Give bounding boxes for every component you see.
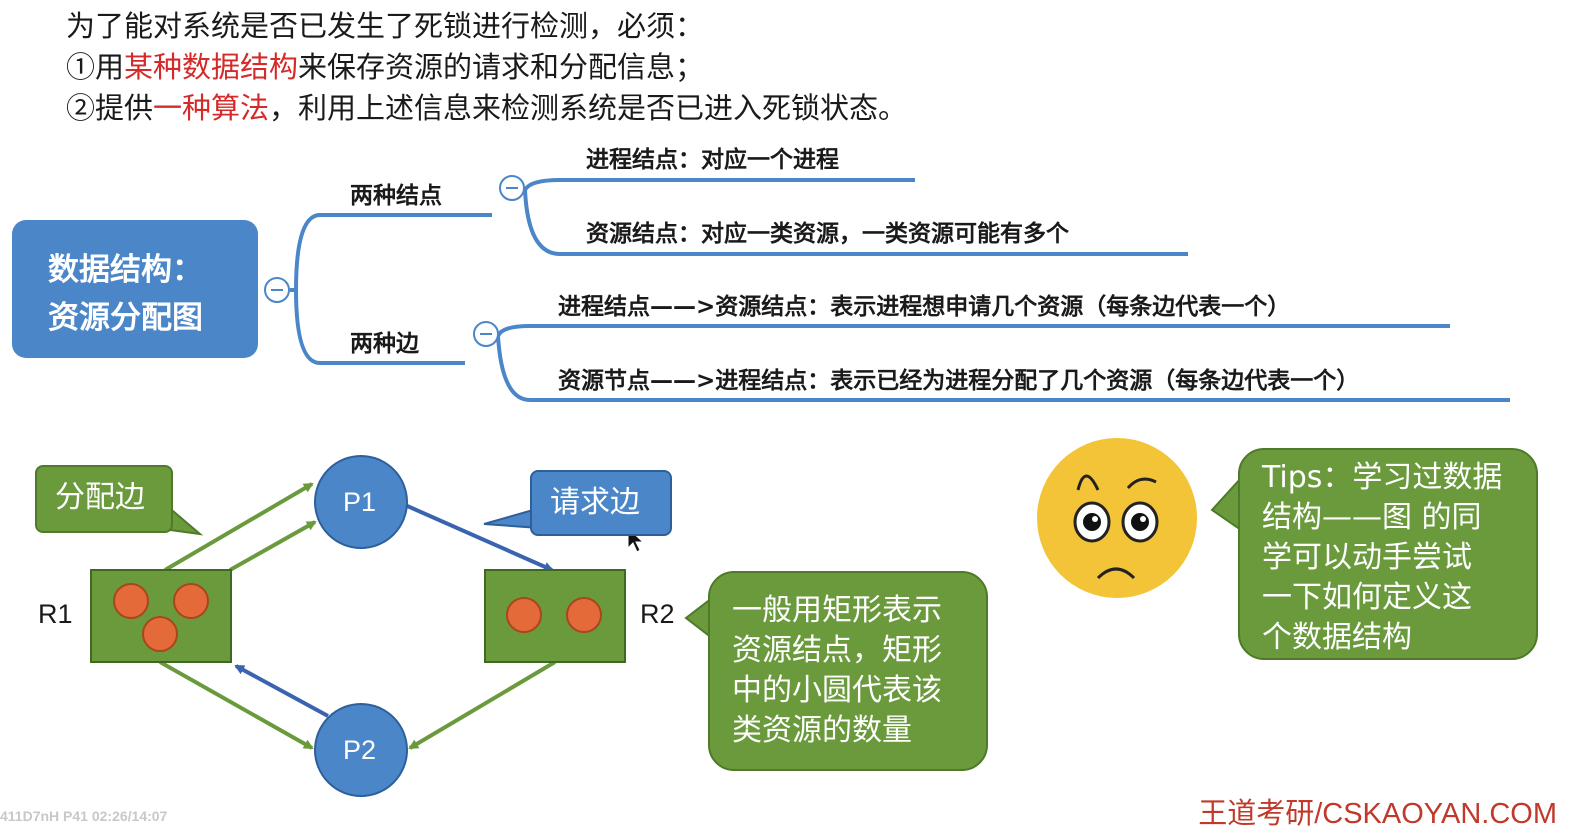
video-watermark: 411D7nH P41 02:26/14:07 [0,808,168,824]
process-node-p1 [314,455,408,549]
connector-edges-request [496,324,1450,337]
connector-root-nodes [290,213,492,292]
connector-nodes-resource [523,189,1188,256]
branch-two-edge-types[interactable]: 两种边 [350,331,419,357]
rect-note-line-4: 类资源的数量 [732,713,912,748]
connector-edges-assign [496,335,1510,402]
resource-instance [113,583,149,619]
rect-note-line-2: 资源结点，矩形 [732,633,942,668]
leaf-process-node[interactable]: 进程结点：对应一个进程 [586,147,839,173]
mindmap-root[interactable]: 数据结构： 资源分配图 [12,220,258,358]
resource-instance [506,597,542,633]
connector-root-edges [294,289,465,365]
rectangle-note-callout: 一般用矩形表示 资源结点，矩形 中的小圆代表该 类资源的数量 [708,571,988,771]
process-label-p1: P1 [343,487,377,517]
worried-face-icon [1037,438,1197,598]
intro-line-3: ②提供一种算法，利用上述信息来检测系统是否已进入死锁状态。 [66,88,907,128]
tips-line-4: 一下如何定义这 [1262,580,1472,615]
tips-callout: Tips：学习过数据 结构——图 的同 学可以动手尝试 一下如何定义这 个数据结… [1238,448,1538,660]
resource-instance [173,583,209,619]
resource-instance [566,597,602,633]
tips-line-2: 结构——图 的同 [1262,500,1482,535]
root-line-1: 数据结构： [48,252,203,288]
resource-node-r2 [484,569,626,663]
assign-edge-r1-p1-b [229,520,317,572]
intro-line-2: ①用某种数据结构来保存资源的请求和分配信息； [66,47,704,87]
brand-footer: 王道考研/CSKAOYAN.COM [1198,798,1557,830]
assign-edge-r1-p2 [159,660,314,750]
intro-highlight-algorithm: 一种算法 [153,91,270,125]
leaf-request-edge[interactable]: 进程结点——>资源结点：表示进程想申请几个资源（每条边代表一个） [558,294,1291,320]
request-edge-p2-r1 [234,664,329,718]
branch-two-node-types[interactable]: 两种结点 [350,183,442,209]
tips-line-3: 学可以动手尝试 [1262,540,1472,575]
assign-edge-callout: 分配边 [35,465,173,533]
intro-highlight-data-structure: 某种数据结构 [124,50,299,84]
request-edge-p1-r2 [404,503,554,572]
minus-circle-icon[interactable] [499,175,525,201]
intro-line-3-suffix: ，利用上述信息来检测系统是否已进入死锁状态。 [269,91,908,125]
rect-note-line-1: 一般用矩形表示 [732,593,942,628]
intro-line-3-prefix: ②提供 [66,91,154,125]
leaf-assign-edge[interactable]: 资源节点——>进程结点：表示已经为进程分配了几个资源（每条边代表一个） [558,368,1360,394]
assign-edge-r2-p2 [408,660,557,750]
connector-nodes-process [523,178,915,192]
intro-line-1: 为了能对系统是否已发生了死锁进行检测，必须： [66,9,705,43]
resource-label-r2: R2 [640,599,675,629]
minus-circle-icon[interactable] [264,277,290,303]
request-edge-callout: 请求边 [530,470,672,536]
assign-edge-r1-p1-a [163,482,314,572]
resource-instance [142,616,178,652]
mindmap-connectors [290,178,1510,402]
root-line-2: 资源分配图 [48,300,203,336]
tips-line-1: Tips：学习过数据 [1262,460,1503,495]
intro-line-2-suffix: 来保存资源的请求和分配信息； [298,50,705,84]
tips-callout-tail [1210,475,1242,532]
tips-line-5: 个数据结构 [1262,620,1412,655]
minus-circle-icon[interactable] [473,321,499,347]
leaf-resource-node[interactable]: 资源结点：对应一类资源，一类资源可能有多个 [586,221,1069,247]
process-label-p2: P2 [343,735,377,765]
resource-label-r1: R1 [38,599,73,629]
intro-line-2-prefix: ①用 [66,50,125,84]
process-node-p2 [314,703,408,797]
rect-note-line-3: 中的小圆代表该 [732,673,942,708]
